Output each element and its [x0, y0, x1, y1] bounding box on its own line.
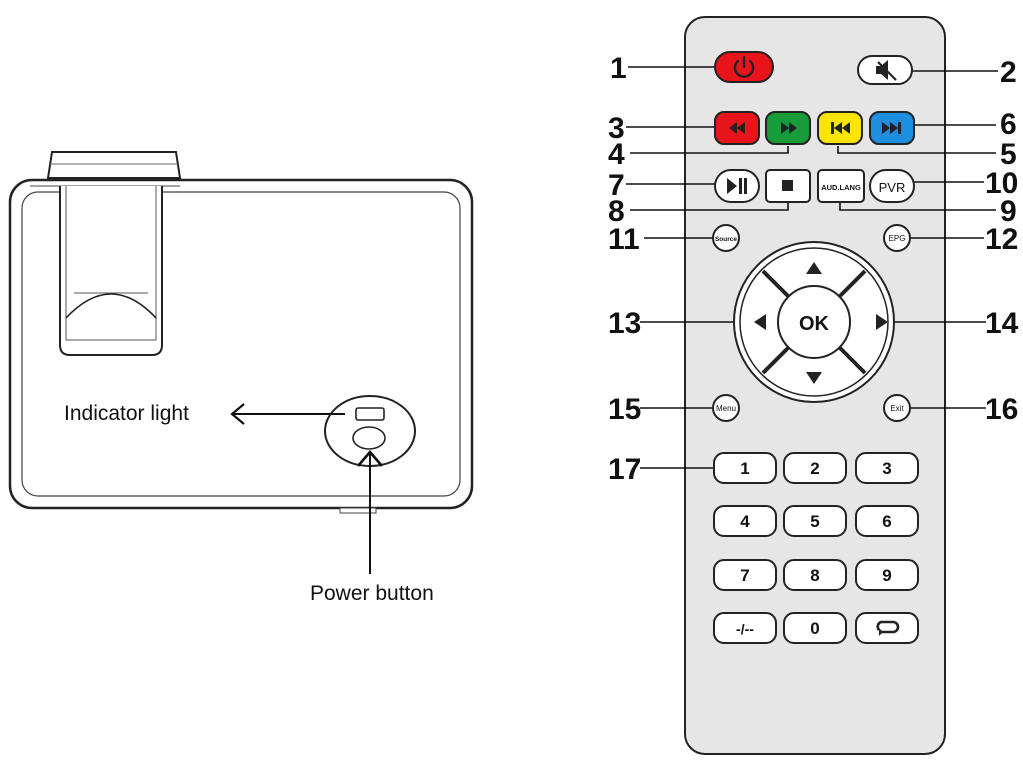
- key-2-label: 2: [810, 459, 819, 478]
- exit-label: Exit: [890, 404, 904, 413]
- skip-next-key[interactable]: [869, 111, 915, 145]
- play-pause-icon: [727, 178, 747, 194]
- dash-key-label: -/--: [736, 621, 754, 637]
- key-0-label: 0: [810, 619, 819, 638]
- callout-7: 7: [608, 169, 625, 202]
- dash-key[interactable]: -/--: [713, 612, 777, 644]
- callout-5: 5: [1000, 138, 1017, 171]
- indicator-light: [355, 407, 385, 421]
- key-6-label: 6: [882, 512, 891, 531]
- number-pad: 1 2 3 4 5 6 7 8 9 -/-- 0: [713, 452, 919, 644]
- callout-10: 10: [985, 167, 1018, 200]
- stop-icon: [782, 180, 793, 191]
- key-5[interactable]: 5: [783, 505, 847, 537]
- key-2[interactable]: 2: [783, 452, 847, 484]
- up-key[interactable]: [806, 262, 822, 274]
- epg-label: EPG: [889, 234, 906, 243]
- power-key[interactable]: [714, 51, 774, 83]
- callout-lines: [626, 66, 998, 469]
- mute-key[interactable]: [857, 55, 913, 85]
- arrow-up-icon: [806, 262, 822, 274]
- callout-15: 15: [608, 393, 641, 426]
- callout-numbers: 1 2 3 4 5 6 7 8 9 10 11 12 13 14 15 16 1…: [608, 52, 1019, 486]
- direction-pad: OK: [733, 241, 895, 403]
- callout-12: 12: [985, 223, 1018, 256]
- stop-key[interactable]: [765, 169, 811, 203]
- menu-label: Menu: [716, 404, 736, 413]
- remote-control: 1 2 3 4 5 6 7 8 9 10 11 12 13 14 15 16 1…: [608, 16, 1019, 755]
- left-key[interactable]: [754, 314, 766, 330]
- callout-4: 4: [608, 138, 625, 171]
- key-7[interactable]: 7: [713, 559, 777, 591]
- key-1[interactable]: 1: [713, 452, 777, 484]
- projector-top-cap: [46, 151, 182, 179]
- key-8[interactable]: 8: [783, 559, 847, 591]
- recall-key[interactable]: [855, 612, 919, 644]
- key-4-label: 4: [740, 512, 750, 531]
- right-key[interactable]: [876, 314, 888, 330]
- projector-lens-housing: [59, 186, 163, 356]
- key-4[interactable]: 4: [713, 505, 777, 537]
- callout-13: 13: [608, 307, 641, 340]
- callout-11: 11: [608, 223, 640, 256]
- callout-2: 2: [1000, 56, 1017, 89]
- play-pause-key[interactable]: [714, 169, 760, 203]
- arrow-down-icon: [806, 372, 822, 384]
- recall-icon: [876, 620, 900, 636]
- power-button-label: Power button: [310, 582, 434, 605]
- key-8-label: 8: [810, 566, 819, 585]
- key-0[interactable]: 0: [783, 612, 847, 644]
- down-key[interactable]: [806, 372, 822, 384]
- skip-next-icon: [882, 122, 901, 134]
- callout-1: 1: [610, 52, 627, 85]
- key-5-label: 5: [810, 512, 819, 531]
- fast-forward-key[interactable]: [765, 111, 811, 145]
- rewind-icon: [729, 122, 745, 134]
- key-1-label: 1: [740, 459, 749, 478]
- audio-language-key[interactable]: AUD.LANG: [817, 169, 865, 203]
- callout-9: 9: [1000, 195, 1017, 228]
- projector-illustration: Indicator light Power button: [8, 151, 474, 605]
- power-button[interactable]: [352, 426, 386, 450]
- ok-key[interactable]: OK: [799, 313, 830, 335]
- pvr-key[interactable]: PVR: [869, 169, 915, 203]
- callout-3: 3: [608, 112, 625, 145]
- source-key[interactable]: Source: [712, 224, 740, 252]
- audio-language-label: AUD.LANG: [821, 183, 861, 192]
- callout-6: 6: [1000, 108, 1017, 141]
- menu-key[interactable]: Menu: [712, 394, 740, 422]
- key-9[interactable]: 9: [855, 559, 919, 591]
- rewind-key[interactable]: [714, 111, 760, 145]
- key-3-label: 3: [882, 459, 891, 478]
- skip-previous-icon: [831, 122, 850, 134]
- callout-8: 8: [608, 195, 625, 228]
- key-7-label: 7: [740, 566, 749, 585]
- callout-16: 16: [985, 393, 1018, 426]
- key-9-label: 9: [882, 566, 891, 585]
- epg-key[interactable]: EPG: [883, 224, 911, 252]
- pvr-label: PVR: [879, 180, 906, 195]
- indicator-light-label: Indicator light: [64, 402, 189, 425]
- skip-previous-key[interactable]: [817, 111, 863, 145]
- mute-icon: [876, 60, 897, 81]
- arrow-left-icon: [754, 314, 766, 330]
- exit-key[interactable]: Exit: [883, 394, 911, 422]
- key-3[interactable]: 3: [855, 452, 919, 484]
- callout-14: 14: [985, 307, 1019, 340]
- power-icon: [733, 55, 755, 78]
- fast-forward-icon: [781, 122, 797, 134]
- callout-17: 17: [608, 453, 641, 486]
- arrow-right-icon: [876, 314, 888, 330]
- source-label: Source: [715, 236, 737, 243]
- key-6[interactable]: 6: [855, 505, 919, 537]
